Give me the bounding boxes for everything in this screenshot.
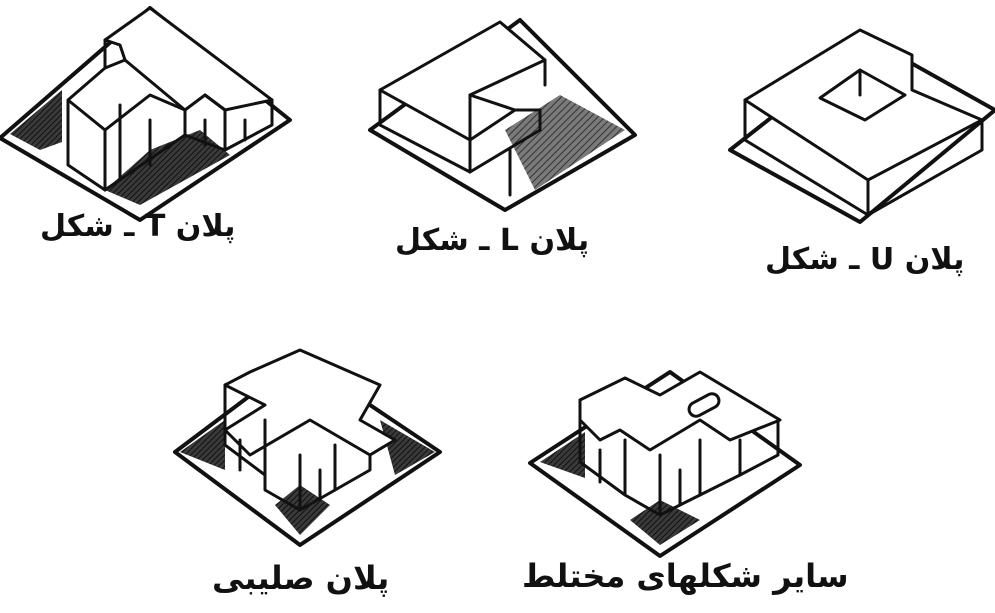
t-plan-label: پلان T ـ شکل (40, 212, 235, 242)
mixed-plan-drawing (530, 372, 800, 556)
t-plan-drawing (0, 8, 290, 220)
u-plan-drawing (730, 30, 995, 222)
l-plan-label: پلان L ـ شکل (395, 226, 589, 256)
u-plan-label: پلان U ـ شکل (765, 245, 964, 275)
mixed-plan-label: سایر شکلهای مختلط (522, 560, 849, 592)
l-plan-drawing (370, 20, 635, 210)
cross-plan-drawing (175, 350, 440, 545)
cross-plan-label: پلان صلیبی (212, 562, 389, 594)
